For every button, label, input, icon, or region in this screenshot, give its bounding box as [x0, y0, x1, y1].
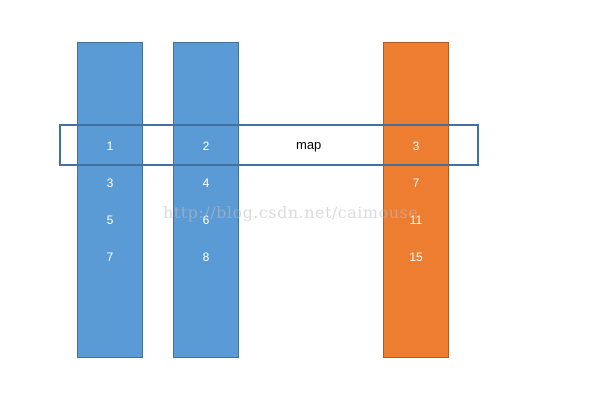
column-a: 1 3 5 7 [77, 42, 143, 358]
watermark: http://blog.csdn.net/caimouse [163, 203, 419, 222]
column-a-value-1: 1 [106, 139, 114, 153]
column-a-value-3: 5 [106, 213, 114, 227]
column-result-value-2: 7 [412, 176, 420, 190]
column-b-value-1: 2 [202, 139, 210, 153]
column-result-value-4: 15 [409, 250, 423, 264]
column-b-value-2: 4 [202, 176, 210, 190]
column-result: 3 7 11 15 [383, 42, 449, 358]
column-b: 2 4 6 8 [173, 42, 239, 358]
column-result-value-1: 3 [412, 139, 420, 153]
column-b-value-3: 6 [202, 213, 210, 227]
column-a-value-2: 3 [106, 176, 114, 190]
map-label: map [296, 137, 322, 152]
column-a-value-4: 7 [106, 250, 114, 264]
column-result-value-3: 11 [409, 213, 423, 227]
map-highlight-box [59, 124, 479, 166]
column-b-value-4: 8 [202, 250, 210, 264]
